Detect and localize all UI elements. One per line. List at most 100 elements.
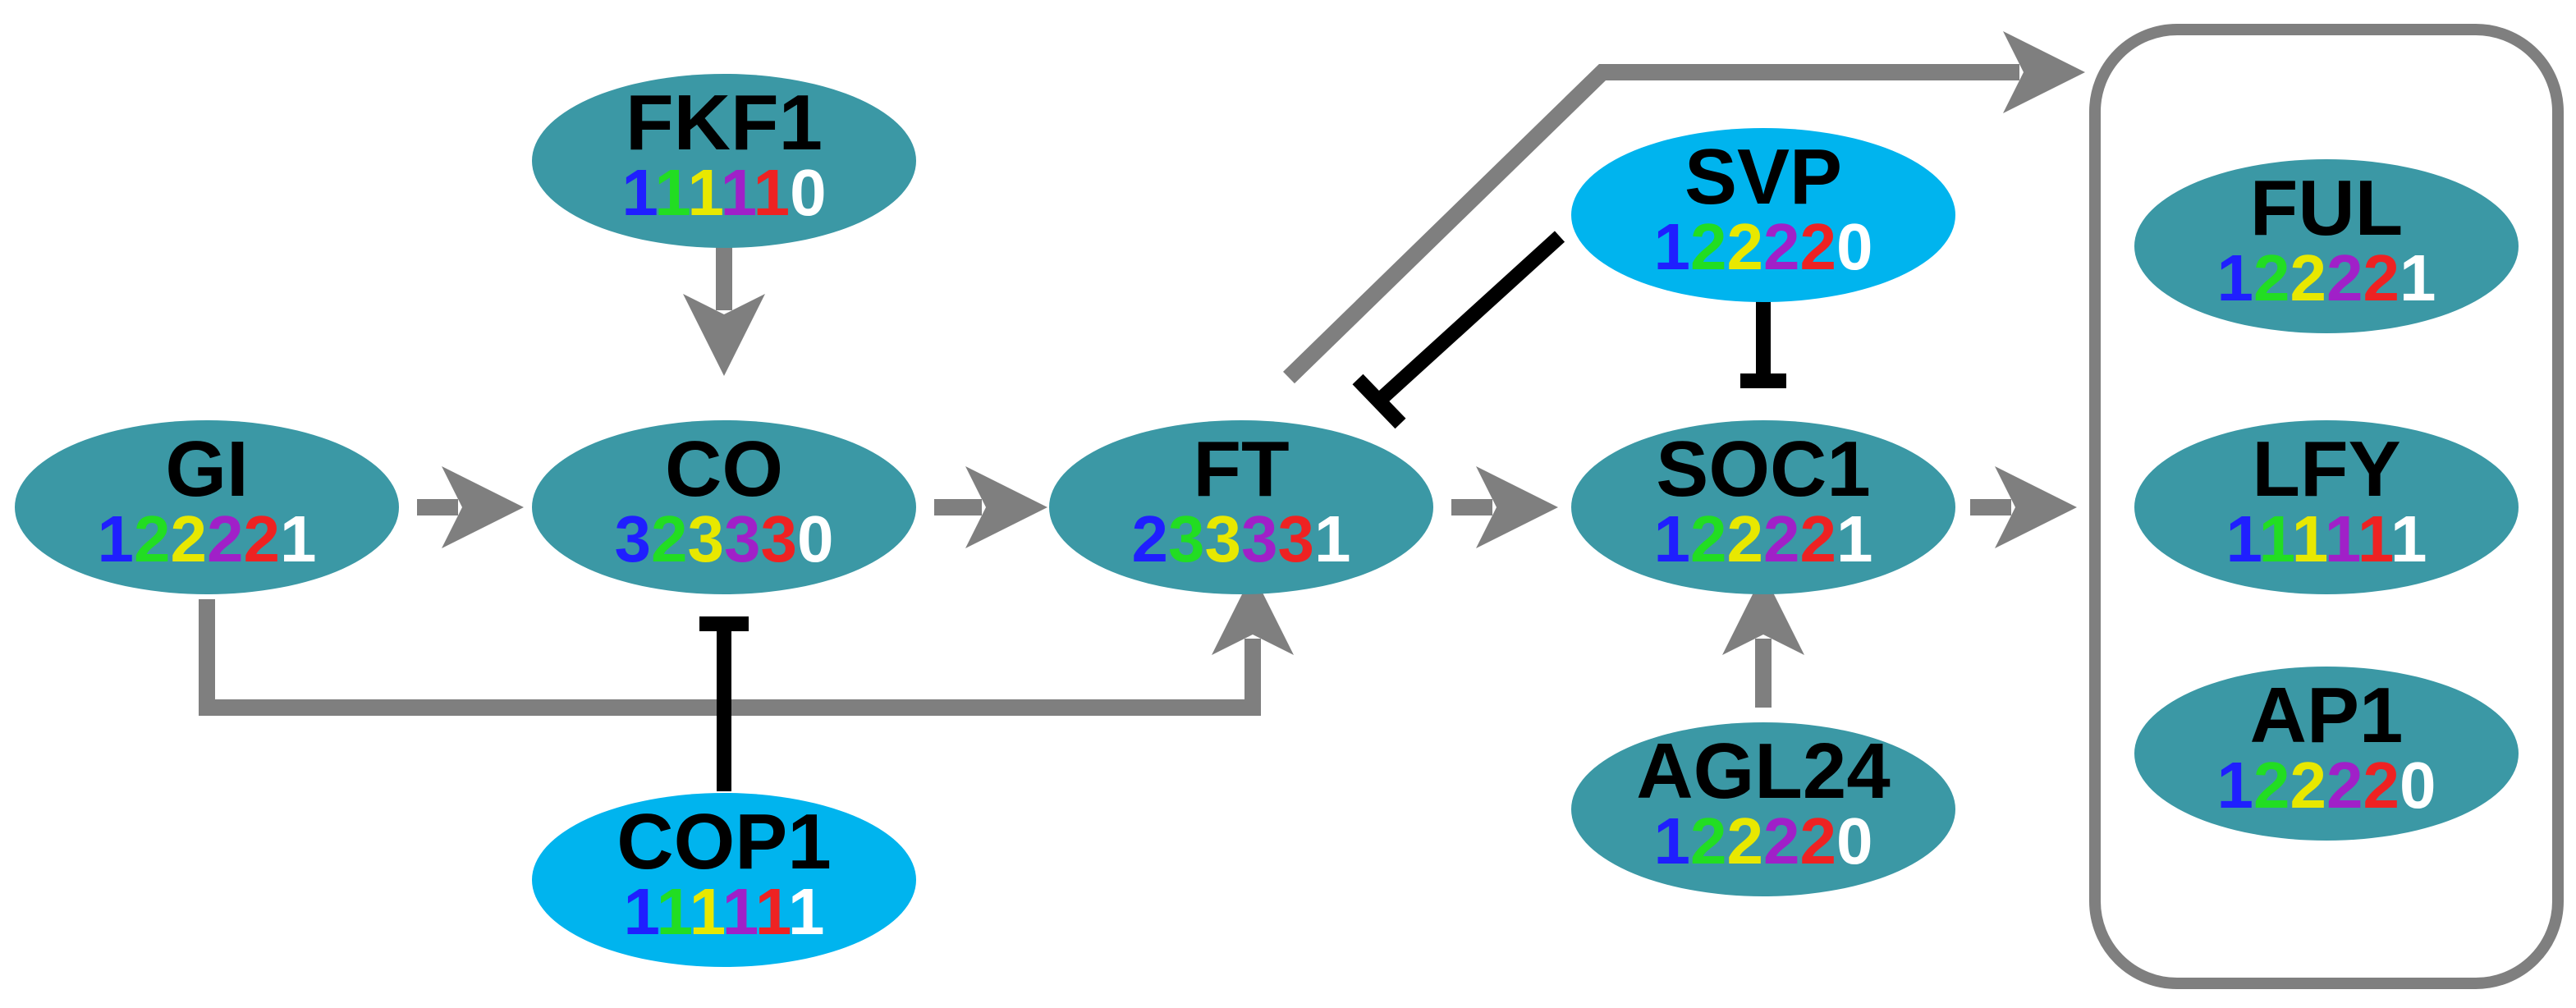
code-digit: 1 bbox=[2217, 749, 2254, 822]
code-digit: 1 bbox=[722, 875, 758, 948]
code-digit: 0 bbox=[1836, 210, 1873, 283]
code-digit: 2 bbox=[1727, 502, 1764, 575]
node-code: 122221 bbox=[1654, 502, 1873, 575]
code-digit: 2 bbox=[1800, 210, 1837, 283]
code-digit: 2 bbox=[1763, 804, 1800, 877]
node-ellipse bbox=[1571, 722, 1955, 896]
node-ellipse bbox=[2134, 420, 2519, 594]
code-digit: 1 bbox=[621, 156, 657, 229]
code-digit: 2 bbox=[207, 502, 244, 575]
floral-genes-group-box bbox=[2089, 24, 2564, 989]
code-digit: 1 bbox=[2325, 502, 2360, 575]
code-digit: 2 bbox=[1800, 804, 1837, 877]
node-ellipse bbox=[532, 793, 916, 967]
code-digit: 2 bbox=[2363, 749, 2400, 822]
code-digit: 1 bbox=[754, 156, 791, 229]
node-label: FKF1 bbox=[626, 79, 823, 167]
node-code: 122220 bbox=[2217, 749, 2436, 822]
edge-svp-inhibits-ft bbox=[1352, 231, 1565, 429]
node-code: 122220 bbox=[1654, 210, 1873, 283]
code-digit: 2 bbox=[1800, 502, 1837, 575]
edge-ft-to-floral-group bbox=[1283, 31, 2085, 384]
node-label: AP1 bbox=[2250, 671, 2404, 759]
node-code: 233331 bbox=[1132, 502, 1351, 575]
code-digit: 1 bbox=[2358, 502, 2393, 575]
code-digit: 2 bbox=[1690, 502, 1727, 575]
code-digit: 2 bbox=[651, 502, 688, 575]
node-ellipse bbox=[15, 420, 399, 594]
code-digit: 1 bbox=[98, 502, 135, 575]
code-digit: 1 bbox=[657, 875, 692, 948]
code-digit: 2 bbox=[2326, 241, 2363, 314]
node-ellipse bbox=[2134, 159, 2519, 333]
node-ellipse bbox=[2134, 667, 2519, 841]
node-label: FT bbox=[1193, 425, 1289, 513]
code-digit: 2 bbox=[244, 502, 281, 575]
code-digit: 3 bbox=[1168, 502, 1205, 575]
edge-cop1-inhibits-co bbox=[699, 616, 749, 791]
code-digit: 1 bbox=[721, 156, 756, 229]
code-digit: 2 bbox=[1132, 502, 1169, 575]
node-label: GI bbox=[165, 425, 248, 513]
node-code: 122221 bbox=[2217, 241, 2436, 314]
code-digit: 0 bbox=[797, 502, 834, 575]
code-digit: 1 bbox=[1314, 502, 1351, 575]
node-code: 323330 bbox=[615, 502, 834, 575]
code-digit: 1 bbox=[654, 156, 690, 229]
node-label: SVP bbox=[1684, 133, 1842, 221]
code-digit: 1 bbox=[690, 875, 725, 948]
code-digit: 1 bbox=[624, 875, 659, 948]
code-digit: 1 bbox=[688, 156, 723, 229]
code-digit: 2 bbox=[1763, 502, 1800, 575]
nodes-layer: FKF1111110GI122221CO323330FT233331COP111… bbox=[15, 74, 2519, 967]
code-digit: 3 bbox=[1205, 502, 1242, 575]
code-digit: 1 bbox=[1654, 502, 1691, 575]
node-code: 111111 bbox=[624, 875, 825, 948]
node-code: 111110 bbox=[621, 156, 826, 229]
node-label: AGL24 bbox=[1636, 727, 1890, 815]
node-label: CO bbox=[665, 425, 783, 513]
code-digit: 0 bbox=[2400, 749, 2436, 822]
node-code: 122221 bbox=[98, 502, 317, 575]
code-digit: 1 bbox=[2259, 502, 2294, 575]
code-digit: 0 bbox=[1836, 804, 1873, 877]
code-digit: 2 bbox=[171, 502, 208, 575]
node-label: FUL bbox=[2250, 164, 2404, 252]
code-digit: 2 bbox=[2363, 241, 2400, 314]
code-digit: 1 bbox=[280, 502, 317, 575]
node-ellipse bbox=[532, 420, 916, 594]
code-digit: 1 bbox=[2400, 241, 2436, 314]
code-digit: 2 bbox=[1690, 210, 1727, 283]
node-ellipse bbox=[1571, 420, 1955, 594]
node-label: COP1 bbox=[616, 798, 831, 886]
code-digit: 1 bbox=[1654, 210, 1691, 283]
code-digit: 1 bbox=[1654, 804, 1691, 877]
node-ellipse bbox=[1571, 128, 1955, 302]
node-code: 122220 bbox=[1654, 804, 1873, 877]
node-ellipse bbox=[1049, 420, 1433, 594]
code-digit: 3 bbox=[761, 502, 798, 575]
code-digit: 0 bbox=[790, 156, 827, 229]
code-digit: 2 bbox=[2253, 749, 2290, 822]
edge-svp-inhibits-soc1 bbox=[1740, 300, 1786, 388]
code-digit: 2 bbox=[2326, 749, 2363, 822]
code-digit: 1 bbox=[2292, 502, 2327, 575]
code-digit: 2 bbox=[1727, 804, 1764, 877]
inhibition-edges bbox=[699, 231, 1786, 791]
code-digit: 3 bbox=[688, 502, 725, 575]
code-digit: 2 bbox=[134, 502, 171, 575]
code-digit: 1 bbox=[1836, 502, 1873, 575]
code-digit: 1 bbox=[755, 875, 791, 948]
code-digit: 3 bbox=[1241, 502, 1278, 575]
